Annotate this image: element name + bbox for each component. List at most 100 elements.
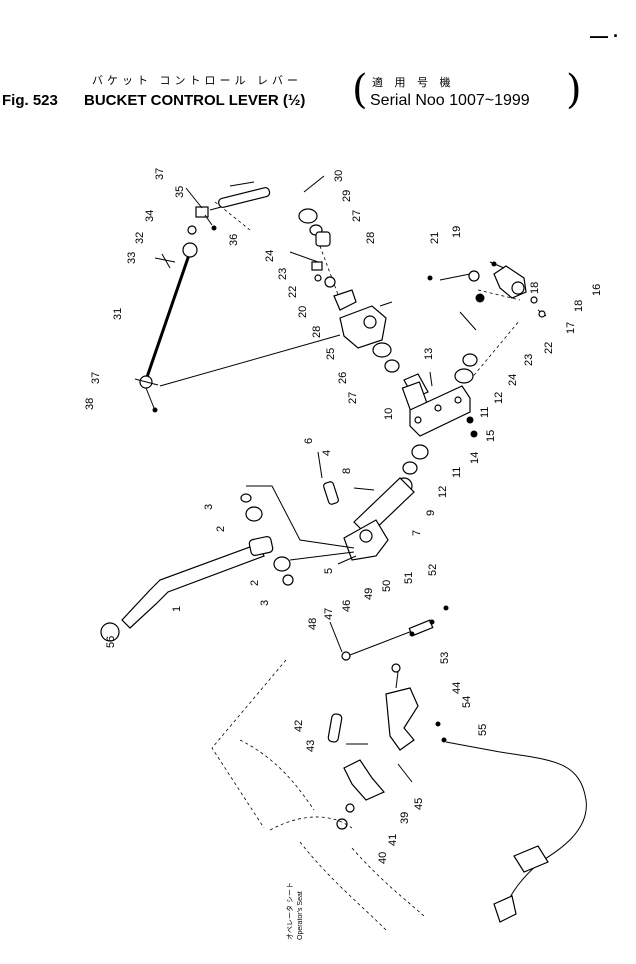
callout-31: 31 bbox=[112, 308, 124, 320]
rod-end-ball-32 bbox=[182, 242, 198, 258]
upper-right-lever bbox=[427, 261, 547, 318]
callout-6: 6 bbox=[303, 438, 315, 444]
callout-12-lower: 12 bbox=[437, 486, 449, 498]
callout-41: 41 bbox=[387, 834, 399, 846]
callout-27: 27 bbox=[351, 210, 363, 222]
serial-label-japanese: 適 用 号 機 bbox=[372, 76, 455, 89]
callout-9: 9 bbox=[425, 510, 437, 516]
callout-54: 54 bbox=[461, 696, 473, 708]
callout-24: 24 bbox=[264, 250, 276, 262]
bracket-39 bbox=[343, 759, 385, 801]
callout-8: 8 bbox=[341, 468, 353, 474]
callout-38: 38 bbox=[84, 398, 96, 410]
callout-23-right: 23 bbox=[523, 354, 535, 366]
callout-28-lower: 28 bbox=[311, 326, 323, 338]
callout-18-lower: 18 bbox=[573, 300, 585, 312]
callout-46: 46 bbox=[341, 600, 353, 612]
shaft-housing-assembly bbox=[401, 311, 521, 438]
control-rod-31 bbox=[144, 250, 192, 382]
bushing-28 bbox=[315, 231, 331, 247]
callout-2-lower: 2 bbox=[249, 580, 261, 586]
callout-40: 40 bbox=[377, 852, 389, 864]
callout-14: 14 bbox=[469, 452, 481, 464]
hand-lever-1 bbox=[121, 543, 265, 629]
callout-42: 42 bbox=[293, 720, 305, 732]
callout-28: 28 bbox=[365, 232, 377, 244]
callout-29: 29 bbox=[341, 190, 353, 202]
leader-rod-to-bracket bbox=[159, 334, 341, 387]
callout-19: 19 bbox=[451, 226, 463, 238]
callout-23: 23 bbox=[277, 268, 289, 280]
figure-number: Fig. 523 bbox=[2, 92, 58, 109]
callout-3: 3 bbox=[203, 504, 215, 510]
link-plate bbox=[218, 187, 271, 208]
callout-22-right: 22 bbox=[543, 342, 555, 354]
callout-56: 56 bbox=[105, 636, 117, 648]
callout-44: 44 bbox=[451, 682, 463, 694]
callout-48: 48 bbox=[307, 618, 319, 630]
clevis-35 bbox=[195, 206, 209, 218]
callout-15: 15 bbox=[485, 430, 497, 442]
callout-12: 12 bbox=[493, 392, 505, 404]
callout-13: 13 bbox=[423, 348, 435, 360]
callout-37-lower: 37 bbox=[90, 372, 102, 384]
page-corner-mark: — · bbox=[590, 26, 619, 46]
callout-36: 36 bbox=[228, 234, 240, 246]
callout-10: 10 bbox=[383, 408, 395, 420]
callout-32: 32 bbox=[134, 232, 146, 244]
callout-52: 52 bbox=[427, 564, 439, 576]
hand-lever-assembly bbox=[100, 493, 294, 642]
callout-25: 25 bbox=[325, 348, 337, 360]
pin-42 bbox=[327, 713, 343, 743]
figure-title: BUCKET CONTROL LEVER (½) bbox=[84, 92, 306, 109]
callout-34: 34 bbox=[144, 210, 156, 222]
bushing-26 bbox=[372, 342, 392, 358]
callout-5: 5 bbox=[323, 568, 335, 574]
serial-range: Serial Noo 1007~1999 bbox=[370, 92, 530, 109]
seat-back-outline bbox=[211, 659, 287, 829]
bracket-25 bbox=[339, 305, 387, 349]
cable-clamp bbox=[513, 845, 549, 873]
callout-17: 17 bbox=[565, 322, 577, 334]
pin-4 bbox=[323, 481, 339, 505]
callout-3-lower: 3 bbox=[259, 600, 271, 606]
title-japanese: バケット コントロール レバー bbox=[92, 74, 302, 87]
callout-4: 4 bbox=[321, 450, 333, 456]
callout-16: 16 bbox=[591, 284, 603, 296]
rod-46 bbox=[349, 627, 421, 656]
spring-45 bbox=[397, 763, 413, 783]
callout-7: 7 bbox=[411, 530, 423, 536]
callout-20: 20 bbox=[297, 306, 309, 318]
bushing-11 bbox=[454, 368, 474, 384]
operator-seat-outline: オペレータ シート Operator's Seat bbox=[211, 659, 425, 940]
bushing-29 bbox=[298, 208, 318, 224]
callout-26: 26 bbox=[337, 372, 349, 384]
callout-49: 49 bbox=[363, 588, 375, 600]
part-callouts: 37 35 34 32 33 36 30 29 27 28 24 23 22 2… bbox=[84, 168, 603, 864]
serial-bracket-right: ) bbox=[566, 67, 582, 113]
callout-50: 50 bbox=[381, 580, 393, 592]
upper-linkage-assembly bbox=[134, 175, 400, 413]
callout-2: 2 bbox=[215, 526, 227, 532]
seat-label-japanese: オペレータ シート bbox=[285, 882, 294, 940]
bushing-27 bbox=[384, 359, 400, 373]
cable-end bbox=[493, 895, 517, 923]
callout-51: 51 bbox=[403, 572, 415, 584]
callout-30: 30 bbox=[333, 170, 345, 182]
callout-22: 22 bbox=[287, 286, 299, 298]
callout-24-right: 24 bbox=[507, 374, 519, 386]
callout-11-lower: 11 bbox=[451, 467, 463, 478]
callout-37: 37 bbox=[154, 168, 166, 180]
lever-knob-56 bbox=[100, 622, 120, 642]
control-cable-55 bbox=[499, 751, 587, 863]
callout-55: 55 bbox=[477, 724, 489, 736]
callout-21: 21 bbox=[429, 232, 441, 244]
serial-bracket-left: ( bbox=[352, 67, 368, 113]
callout-45: 45 bbox=[413, 798, 425, 810]
callout-33: 33 bbox=[126, 252, 138, 264]
callout-18: 18 bbox=[529, 282, 541, 294]
pedal-linkage-rod bbox=[329, 605, 449, 661]
callout-47: 47 bbox=[323, 608, 335, 620]
